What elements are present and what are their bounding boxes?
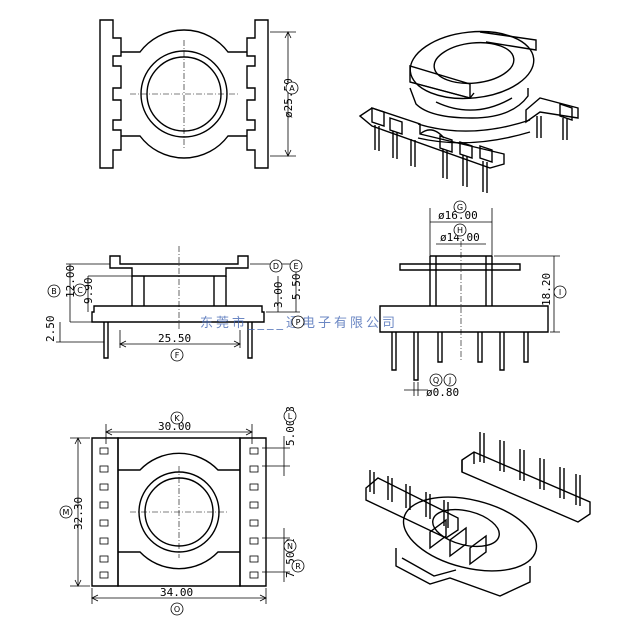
label-i: I bbox=[559, 288, 561, 297]
dim-diameter-16-00: ø16.00 bbox=[438, 209, 478, 222]
dim-height-2-50: 2.50 bbox=[44, 316, 57, 343]
side-view: ø16.00 ø14.00 G H 18.20 I ø0.80 J bbox=[379, 200, 567, 399]
label-n: N bbox=[287, 542, 293, 551]
label-b: B bbox=[51, 287, 57, 296]
label-q: Q bbox=[433, 376, 439, 385]
dim-pin-diameter: ø0.80 bbox=[426, 386, 459, 399]
label-l: L bbox=[288, 412, 293, 421]
dim-height-18-20: 18.20 bbox=[540, 273, 553, 306]
isometric-view-top bbox=[358, 30, 579, 193]
label-d: D bbox=[273, 262, 279, 271]
left-pin-rail bbox=[99, 447, 109, 579]
dim-height-9-90: 9.90 bbox=[82, 278, 95, 305]
label-o: O bbox=[174, 605, 180, 614]
label-a: A bbox=[289, 84, 295, 93]
isometric-view-bottom bbox=[365, 432, 591, 597]
label-c: C bbox=[77, 286, 83, 295]
label-f: F bbox=[175, 351, 180, 360]
label-m: M bbox=[63, 508, 70, 517]
label-k: K bbox=[174, 414, 180, 423]
dim-height-5-50: 5.50 bbox=[290, 274, 303, 301]
label-r: R bbox=[295, 562, 301, 571]
label-e: E bbox=[293, 262, 298, 271]
dim-diameter-14-00: ø14.00 bbox=[440, 231, 480, 244]
front-view: 12.00 9.90 2.50 B C 3.00 5.50 D E 25.50 … bbox=[44, 246, 303, 362]
label-h: H bbox=[457, 226, 463, 235]
right-pin-rail bbox=[249, 447, 259, 579]
dim-width-34-00: 34.00 bbox=[160, 586, 193, 599]
top-view: ø25.50 A bbox=[99, 19, 299, 169]
bottom-view: 30.00 K 5.00×8 L 32.30 M 7.50×2 N 34.00 … bbox=[59, 406, 297, 616]
label-g: G bbox=[457, 203, 463, 212]
dim-height-3-00: 3.00 bbox=[272, 282, 285, 309]
dim-width-25-50: 25.50 bbox=[158, 332, 191, 345]
dim-width-30-00: 30.00 bbox=[158, 420, 191, 433]
label-p: P bbox=[296, 318, 301, 327]
dim-length-32-30: 32.30 bbox=[72, 497, 85, 530]
label-j: J bbox=[448, 376, 451, 385]
